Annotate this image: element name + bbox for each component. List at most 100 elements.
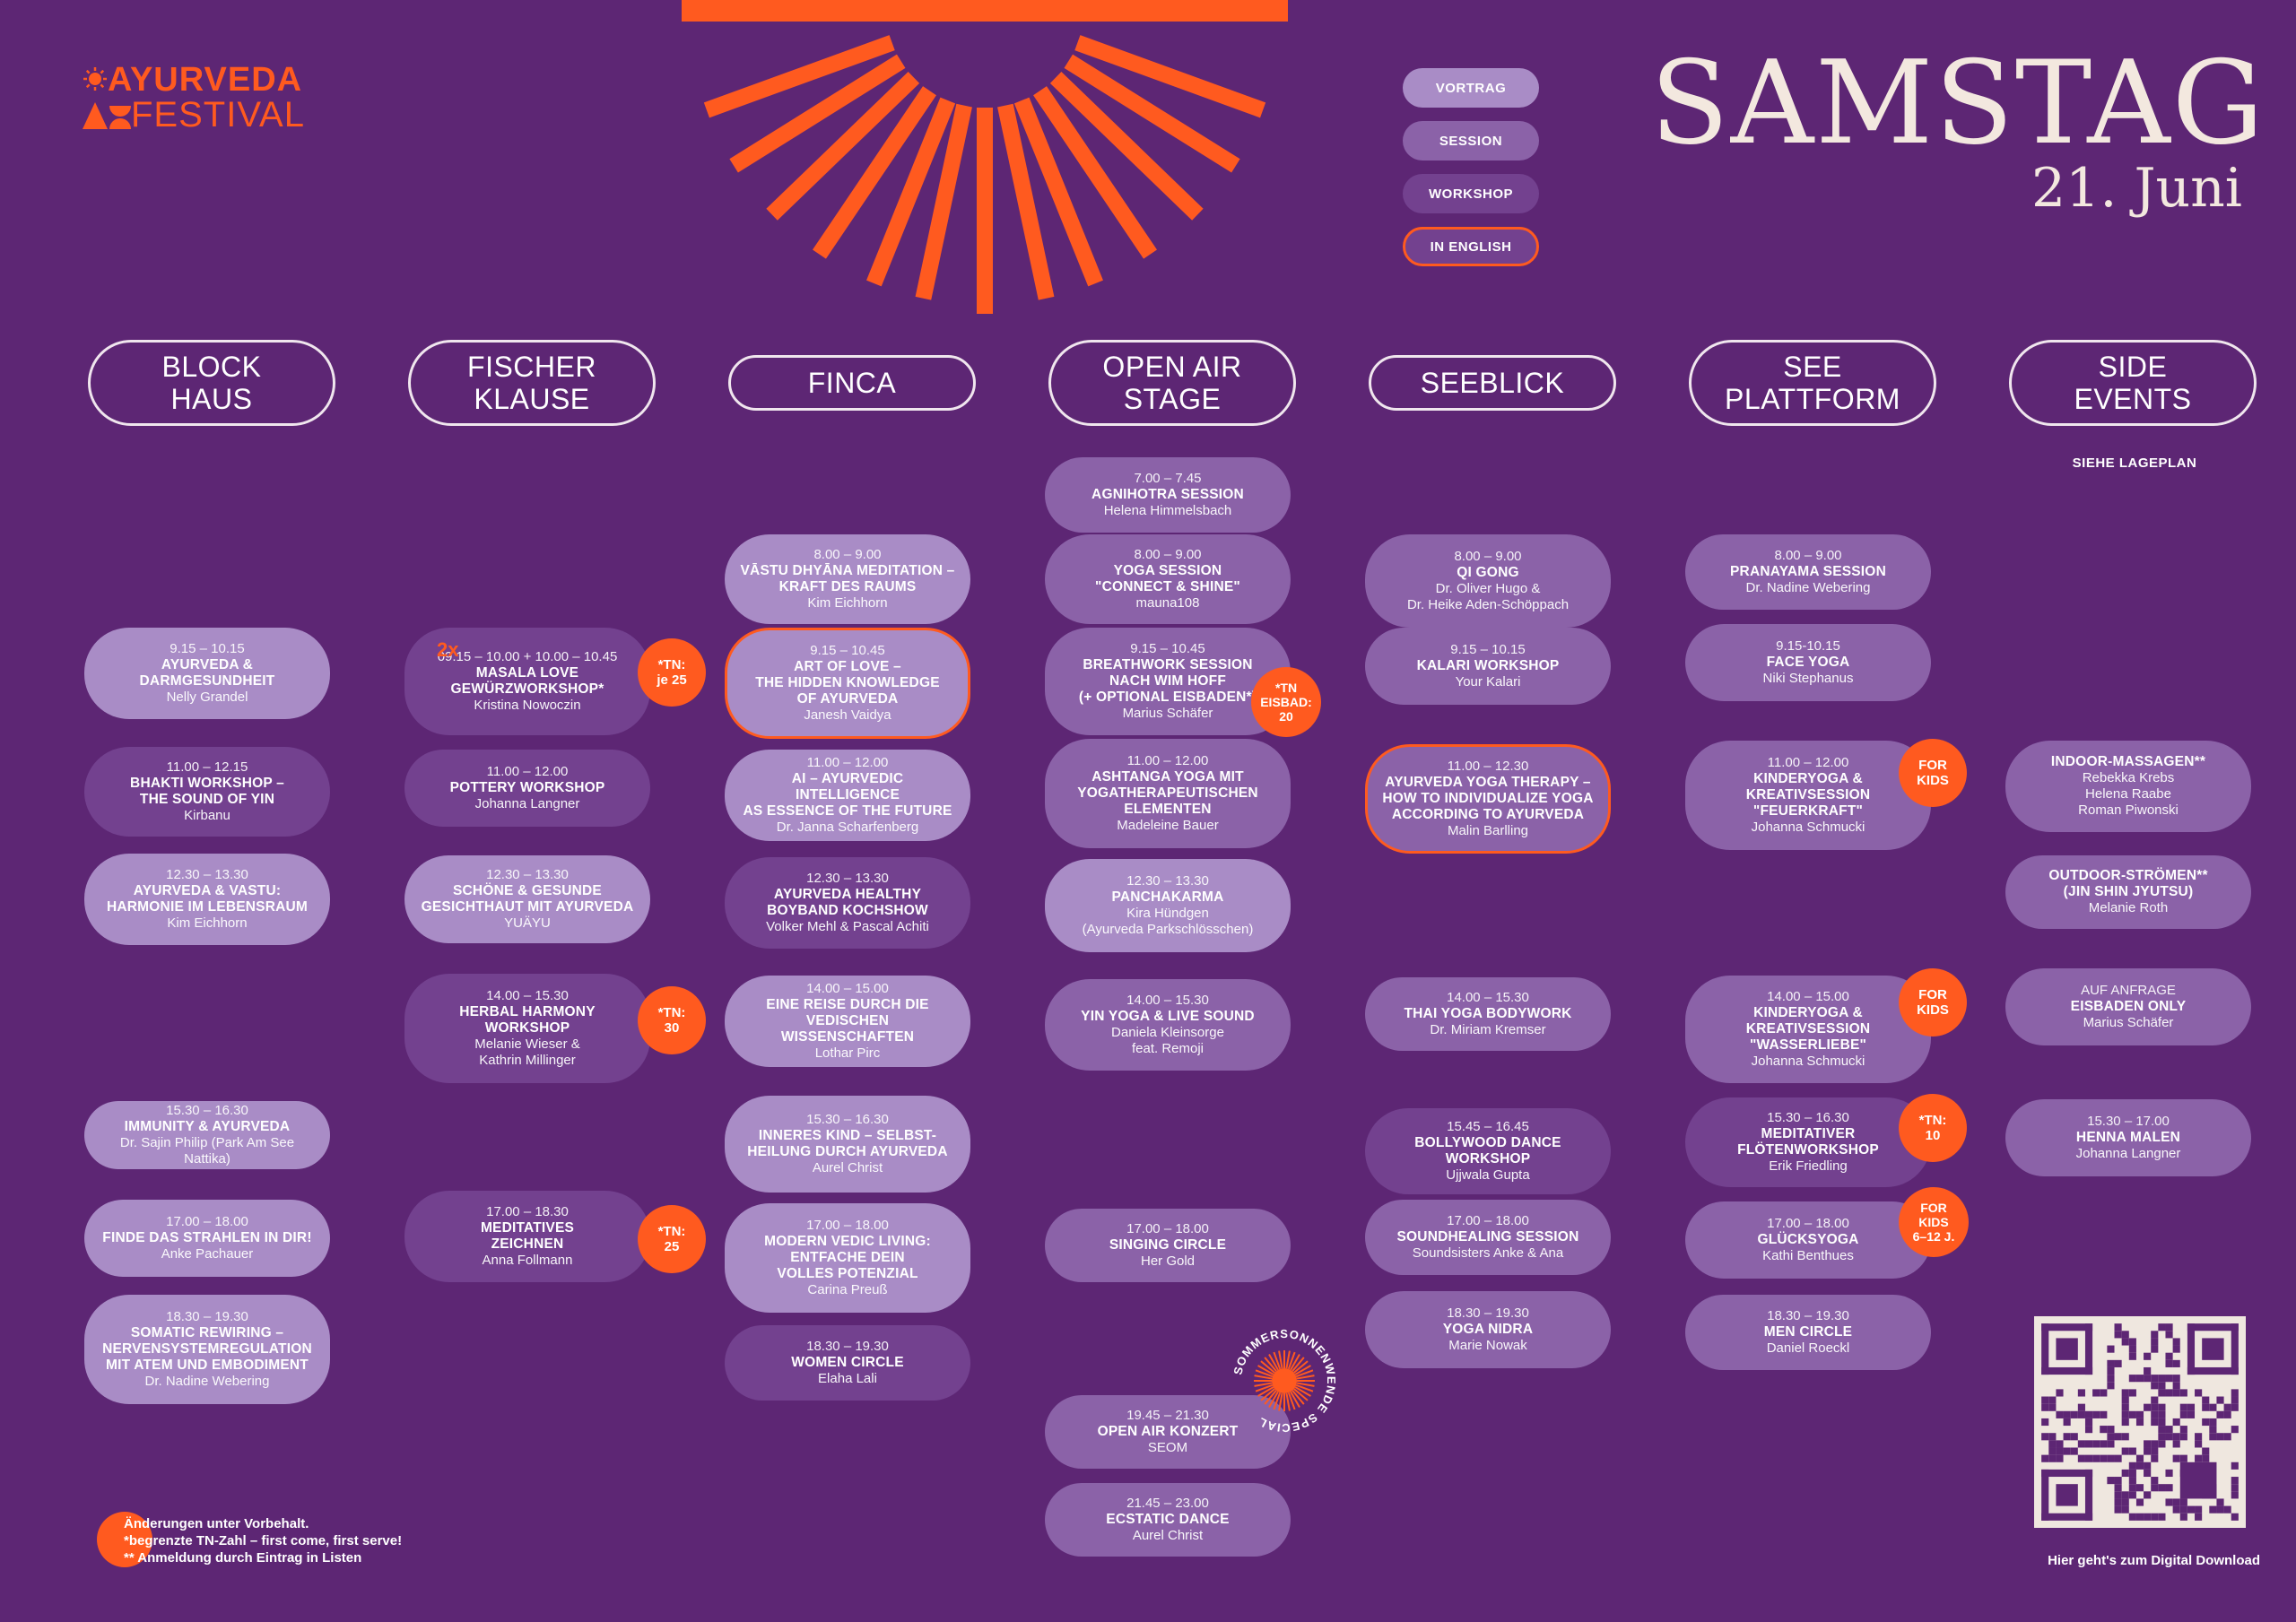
qr-label: Hier geht's zum Digital Download [2048, 1553, 2260, 1568]
session-person: Johanna Schmucki [1751, 820, 1866, 835]
qr-code[interactable] [2034, 1316, 2246, 1528]
session-title: MASALA LOVE GEWÜRZWORKSHOP* [450, 665, 604, 697]
sun-ray [1049, 71, 1204, 221]
venue-header-6: SIDE EVENTS [2009, 340, 2257, 426]
session-person: Lothar Pirc [814, 1045, 881, 1061]
burst-ray [1255, 1383, 1274, 1392]
session-title: AYURVEDA HEALTHY BOYBAND KOCHSHOW [767, 887, 928, 918]
legend-session: SESSION [1403, 121, 1539, 160]
burst-ray [1292, 1357, 1305, 1372]
session-person: Kathi Benthues [1762, 1248, 1854, 1263]
session-time: 17.00 – 18.00 [166, 1214, 248, 1229]
session-title: SOMATIC REWIRING – NERVENSYSTEMREGULATIO… [102, 1325, 312, 1373]
session-title: BREATHWORK SESSION NACH WIM HOFF (+ OPTI… [1078, 657, 1257, 705]
session-time: 11.00 – 12.30 [1447, 759, 1529, 774]
session-time: 14.00 – 15.30 [1126, 993, 1209, 1008]
session-title: PRANAYAMA SESSION [1730, 564, 1886, 579]
date-title: 21. Juni [2031, 157, 2242, 220]
session-person: Janesh Vaidya [804, 707, 891, 723]
session-title: KINDERYOGA & KREATIVSESSION "WASSERLIEBE… [1745, 1005, 1871, 1053]
session-time: 11.00 – 12.15 [166, 759, 248, 775]
session-person: Aurel Christ [812, 1160, 883, 1175]
session-time: 12.30 – 13.30 [1126, 873, 1209, 889]
burst-ray [1278, 1350, 1283, 1369]
session-title: HENNA MALEN [2075, 1130, 2181, 1145]
venue-header-5: SEE PLATTFORM [1689, 340, 1936, 426]
session-person: Johanna Langner [474, 796, 580, 811]
session-time: 17.00 – 18.00 [1767, 1216, 1849, 1231]
session-time: 12.30 – 13.30 [166, 867, 248, 882]
side-events-note: SIEHE LAGEPLAN [2072, 455, 2197, 471]
logo-text-festival: FESTIVAL [131, 95, 305, 134]
session-person: Malin Barlling [1447, 823, 1529, 838]
burst-ray [1294, 1365, 1311, 1375]
sun-ray [703, 35, 895, 118]
sun-ray [915, 103, 972, 300]
session-time: 11.00 – 12.00 [806, 755, 889, 770]
venue-header-1: FISCHER KLAUSE [408, 340, 656, 426]
session-time: 14.00 – 15.00 [1767, 989, 1849, 1004]
session-person: Kristina Nowoczin [474, 698, 581, 713]
burst-ray [1295, 1383, 1314, 1392]
burst-ray [1260, 1360, 1275, 1374]
session-time: 12.30 – 13.30 [806, 871, 889, 886]
burst-ray [1295, 1369, 1314, 1378]
venue-header-4: SEEBLICK [1369, 355, 1616, 411]
session-person: Marie Nowak [1448, 1338, 1527, 1353]
session-time: 17.00 – 18.00 [1126, 1221, 1209, 1236]
session-time: 15.30 – 16.30 [166, 1103, 248, 1118]
session-title: YOGA SESSION "CONNECT & SHINE" [1095, 563, 1240, 594]
venue-header-3: OPEN AIR STAGE [1048, 340, 1296, 426]
session-time: 18.30 – 19.30 [166, 1309, 248, 1324]
session-person: Nelly Grandel [166, 690, 248, 705]
day-title: SAMSTAG [1650, 37, 2266, 170]
session-title: KALARI WORKSHOP [1416, 658, 1560, 673]
session-title: INDOOR-MASSAGEN** [2050, 754, 2206, 769]
session-person: Soundsisters Anke & Ana [1412, 1245, 1564, 1261]
sun-ray [1074, 35, 1266, 118]
burst-ray [1296, 1375, 1315, 1380]
session-person: Dr. Sajin Philip (Park Am See Nattika) [119, 1135, 295, 1167]
sommersonnenwende-special-badge: SOMMERSONNENWENDE SPECIAL [1231, 1327, 1337, 1435]
sun-ray [1013, 97, 1103, 287]
session-title: IMMUNITY & AYURVEDA [124, 1119, 291, 1134]
burst-ray [1273, 1392, 1282, 1410]
session-title: PANCHAKARMA [1111, 889, 1224, 905]
session-time: 17.00 – 18.00 [1447, 1213, 1529, 1228]
burst-ray [1264, 1357, 1277, 1372]
sun-logo-icon [83, 67, 107, 91]
participant-badge: *TN: 30 [638, 986, 706, 1054]
session-title: YIN YOGA & LIVE SOUND [1081, 1009, 1255, 1024]
session-time: 9.15 – 10.45 [810, 643, 885, 658]
session-person: Kim Eichhorn [167, 915, 248, 931]
sun-ray [729, 54, 906, 173]
sun-ray [1064, 54, 1240, 173]
session-time: 19.45 – 21.30 [1126, 1408, 1209, 1423]
session-person: Your Kalari [1455, 674, 1521, 690]
session-person: Johanna Langner [2075, 1146, 2181, 1161]
burst-ray [1278, 1392, 1283, 1411]
footer-note: Änderungen unter Vorbehalt. *begrenzte T… [124, 1516, 403, 1566]
burst-ray [1290, 1391, 1300, 1408]
participant-badge: *TN EISBAD: 20 [1251, 667, 1321, 737]
session-time: 8.00 – 9.00 [1454, 549, 1522, 564]
session-title: EISBADEN ONLY [2070, 999, 2187, 1014]
session-time: 12.30 – 13.30 [486, 867, 569, 882]
